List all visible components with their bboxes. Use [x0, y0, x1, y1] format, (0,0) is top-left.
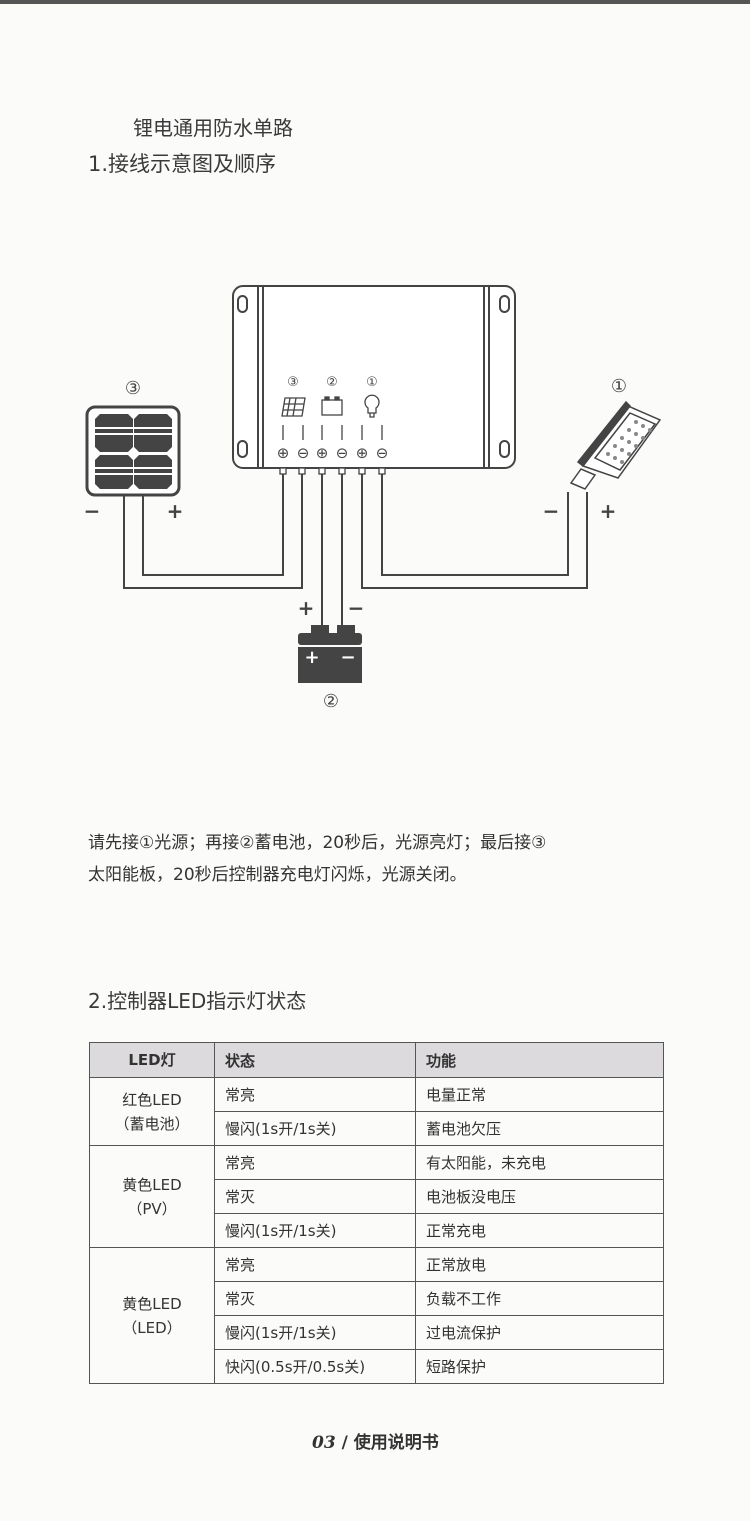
lamp-plus: +	[600, 499, 617, 523]
table-row: 黄色LED （LED） 常亮 正常放电	[89, 1247, 664, 1384]
function-cell: 有太阳能，未充电	[415, 1145, 664, 1180]
solar-panel-icon	[85, 405, 181, 497]
street-lamp-icon	[569, 400, 662, 490]
bulb-icon	[364, 394, 380, 418]
led-group-cell: 黄色LED （PV）	[89, 1145, 215, 1248]
led-sub: （LED）	[122, 1318, 182, 1337]
solar-plus: +	[167, 499, 184, 523]
section-heading-led: 2.控制器LED指示灯状态	[88, 989, 307, 1013]
document-title: 锂电通用防水单路	[133, 116, 293, 140]
battery-icon-large	[298, 625, 362, 683]
table-row: 慢闪(1s开/1s关) 正常充电	[90, 1213, 664, 1248]
state-cell: 慢闪(1s开/1s关)	[214, 1111, 416, 1146]
controller-label-lamp: ①	[366, 375, 378, 390]
header-function: 功能	[415, 1042, 664, 1078]
led-status-table: LED灯 状态 功能 红色LED （蓄电池） 常亮 电量正常 慢闪(1s开/1s关…	[89, 1042, 664, 1384]
page-footer: 03 / 使用说明书	[312, 1428, 439, 1453]
table-row: 慢闪(1s开/1s关) 过电流保护	[90, 1315, 664, 1350]
battery-wire-minus: −	[348, 596, 365, 620]
lamp-positive-wire	[361, 470, 588, 589]
table-row: 常灭 电池板没电压	[90, 1179, 664, 1214]
function-cell: 电量正常	[415, 1077, 664, 1112]
function-cell: 正常充电	[415, 1213, 664, 1248]
led-sub: （PV）	[127, 1199, 177, 1218]
led-name: 黄色LED	[122, 1294, 182, 1313]
state-cell: 慢闪(1s开/1s关)	[214, 1315, 416, 1350]
function-cell: 蓄电池欠压	[415, 1111, 664, 1146]
solar-panel-label: ③	[125, 378, 141, 399]
table-row: 常灭 负载不工作	[90, 1281, 664, 1316]
terminal-battery-positive: ⊕	[316, 444, 329, 462]
function-cell: 过电流保护	[415, 1315, 664, 1350]
battery-wire-plus: +	[298, 596, 315, 620]
table-row: 红色LED （蓄电池） 常亮 电量正常	[89, 1077, 664, 1146]
state-cell: 常灭	[214, 1281, 416, 1316]
table-row: 黄色LED （PV） 常亮 有太阳能，未充电	[89, 1145, 664, 1248]
led-name: 黄色LED	[122, 1175, 182, 1194]
scan-edge	[0, 0, 750, 4]
lamp-label: ①	[611, 376, 627, 397]
page-number: 03	[312, 1433, 336, 1453]
state-cell: 常亮	[214, 1145, 416, 1180]
state-cell: 快闪(0.5s开/0.5s关)	[214, 1349, 416, 1384]
controller	[232, 285, 516, 475]
footer-separator: /	[341, 1433, 354, 1453]
solar-positive-wire	[142, 470, 284, 576]
table-header-row: LED灯 状态 功能	[89, 1042, 664, 1078]
state-cell: 常灭	[214, 1179, 416, 1214]
battery-label: ②	[323, 691, 339, 712]
state-cell: 常亮	[214, 1077, 416, 1112]
terminal-solar-positive: ⊕	[277, 444, 290, 462]
footer-title: 使用说明书	[353, 1433, 439, 1453]
battery-body-minus: −	[340, 647, 355, 668]
header-state: 状态	[214, 1042, 416, 1078]
controller-label-battery: ②	[326, 375, 338, 390]
table-row: 快闪(0.5s开/0.5s关) 短路保护	[90, 1349, 664, 1384]
section-heading-wiring: 1.接线示意图及顺序	[88, 152, 277, 176]
led-group-cell: 红色LED （蓄电池）	[89, 1077, 215, 1146]
terminal-solar-negative: ⊖	[297, 444, 310, 462]
wiring-diagram: ③ ② ① ⊕ ⊖ ⊕ ⊖ ⊕ ⊖ ③ − + − + + −	[84, 285, 662, 712]
function-cell: 负载不工作	[415, 1281, 664, 1316]
function-cell: 短路保护	[415, 1349, 664, 1384]
function-cell: 电池板没电压	[415, 1179, 664, 1214]
solar-icon	[281, 397, 306, 417]
led-name: 红色LED	[122, 1090, 182, 1109]
lamp-minus: −	[543, 499, 560, 523]
terminal-lamp-positive: ⊕	[356, 444, 369, 462]
instruction-line-2: 太阳能板，20秒后控制器充电灯闪烁，光源关闭。	[88, 865, 467, 885]
terminal-battery-negative: ⊖	[336, 444, 349, 462]
led-sub: （蓄电池）	[114, 1114, 190, 1133]
led-group-cell: 黄色LED （LED）	[89, 1247, 215, 1384]
state-cell: 常亮	[214, 1247, 416, 1282]
table-row: 慢闪(1s开/1s关) 蓄电池欠压	[90, 1111, 664, 1146]
header-led: LED灯	[89, 1042, 215, 1078]
instruction-line-1: 请先接①光源；再接②蓄电池，20秒后，光源亮灯；最后接③	[88, 833, 547, 853]
lamp-negative-wire	[381, 470, 569, 576]
function-cell: 正常放电	[415, 1247, 664, 1282]
controller-label-solar: ③	[287, 375, 299, 390]
battery-icon	[321, 399, 343, 416]
state-cell: 慢闪(1s开/1s关)	[214, 1213, 416, 1248]
solar-minus: −	[84, 499, 101, 523]
battery-body-plus: +	[304, 647, 319, 668]
terminal-lamp-negative: ⊖	[376, 444, 389, 462]
solar-negative-wire	[123, 470, 303, 589]
